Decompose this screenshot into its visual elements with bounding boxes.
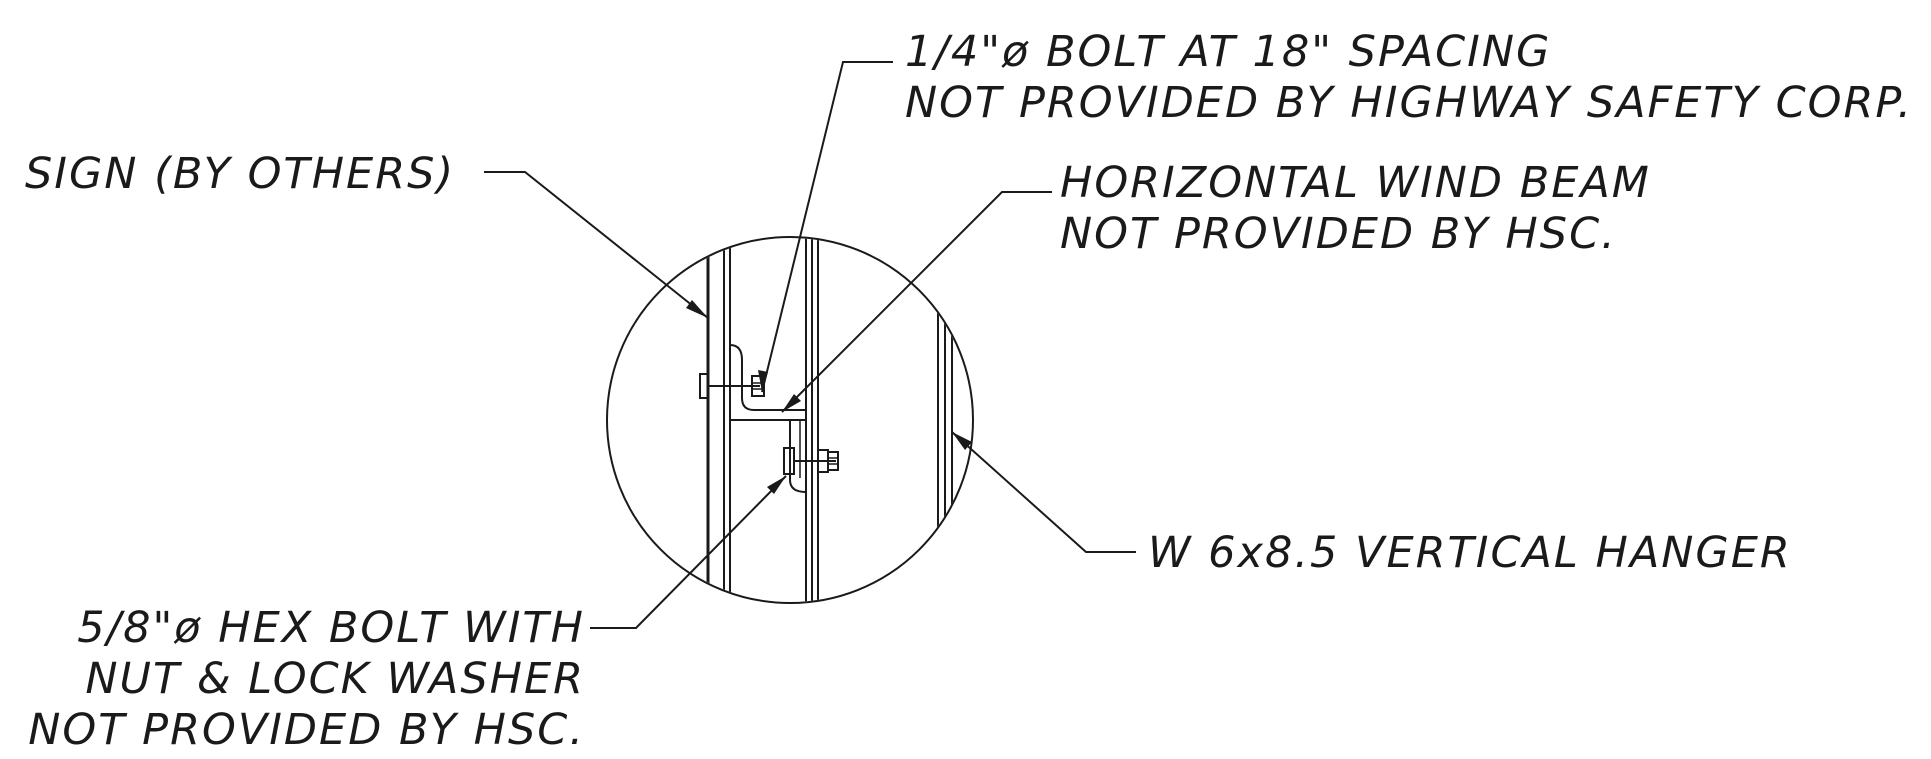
hanger-leader	[951, 431, 1136, 553]
wind-beam	[729, 344, 807, 493]
wind-beam-label-line2: NOT PROVIDED BY HSC.	[1060, 209, 1617, 259]
hex-bolt-label-line2: NUT & LOCK WASHER	[85, 654, 585, 704]
hanger-flange	[805, 238, 819, 602]
quarter-bolt-label-line1: 1/4"ø BOLT AT 18" SPACING	[905, 27, 1551, 77]
hex-bolt	[783, 447, 839, 475]
quarter-bolt-leader	[758, 61, 893, 393]
vertical-hanger	[937, 238, 953, 602]
sign-label: SIGN (BY OTHERS)	[25, 149, 455, 199]
wind-beam-label-line1: HORIZONTAL WIND BEAM	[1060, 158, 1651, 208]
quarter-bolt-label-line2: NOT PROVIDED BY HIGHWAY SAFETY CORP.	[905, 78, 1913, 128]
quarter-bolt	[699, 373, 765, 399]
hex-bolt-leader	[590, 475, 787, 629]
hanger-label: W 6x8.5 VERTICAL HANGER	[1148, 528, 1792, 578]
hex-bolt-label-line3: NOT PROVIDED BY HSC.	[28, 705, 585, 755]
detail-circle	[606, 236, 974, 604]
wind-beam-leader	[781, 191, 1052, 413]
detail-contents	[699, 238, 953, 602]
sign-leader	[484, 171, 709, 319]
hex-bolt-label-line1: 5/8"ø HEX BOLT WITH	[77, 603, 585, 653]
